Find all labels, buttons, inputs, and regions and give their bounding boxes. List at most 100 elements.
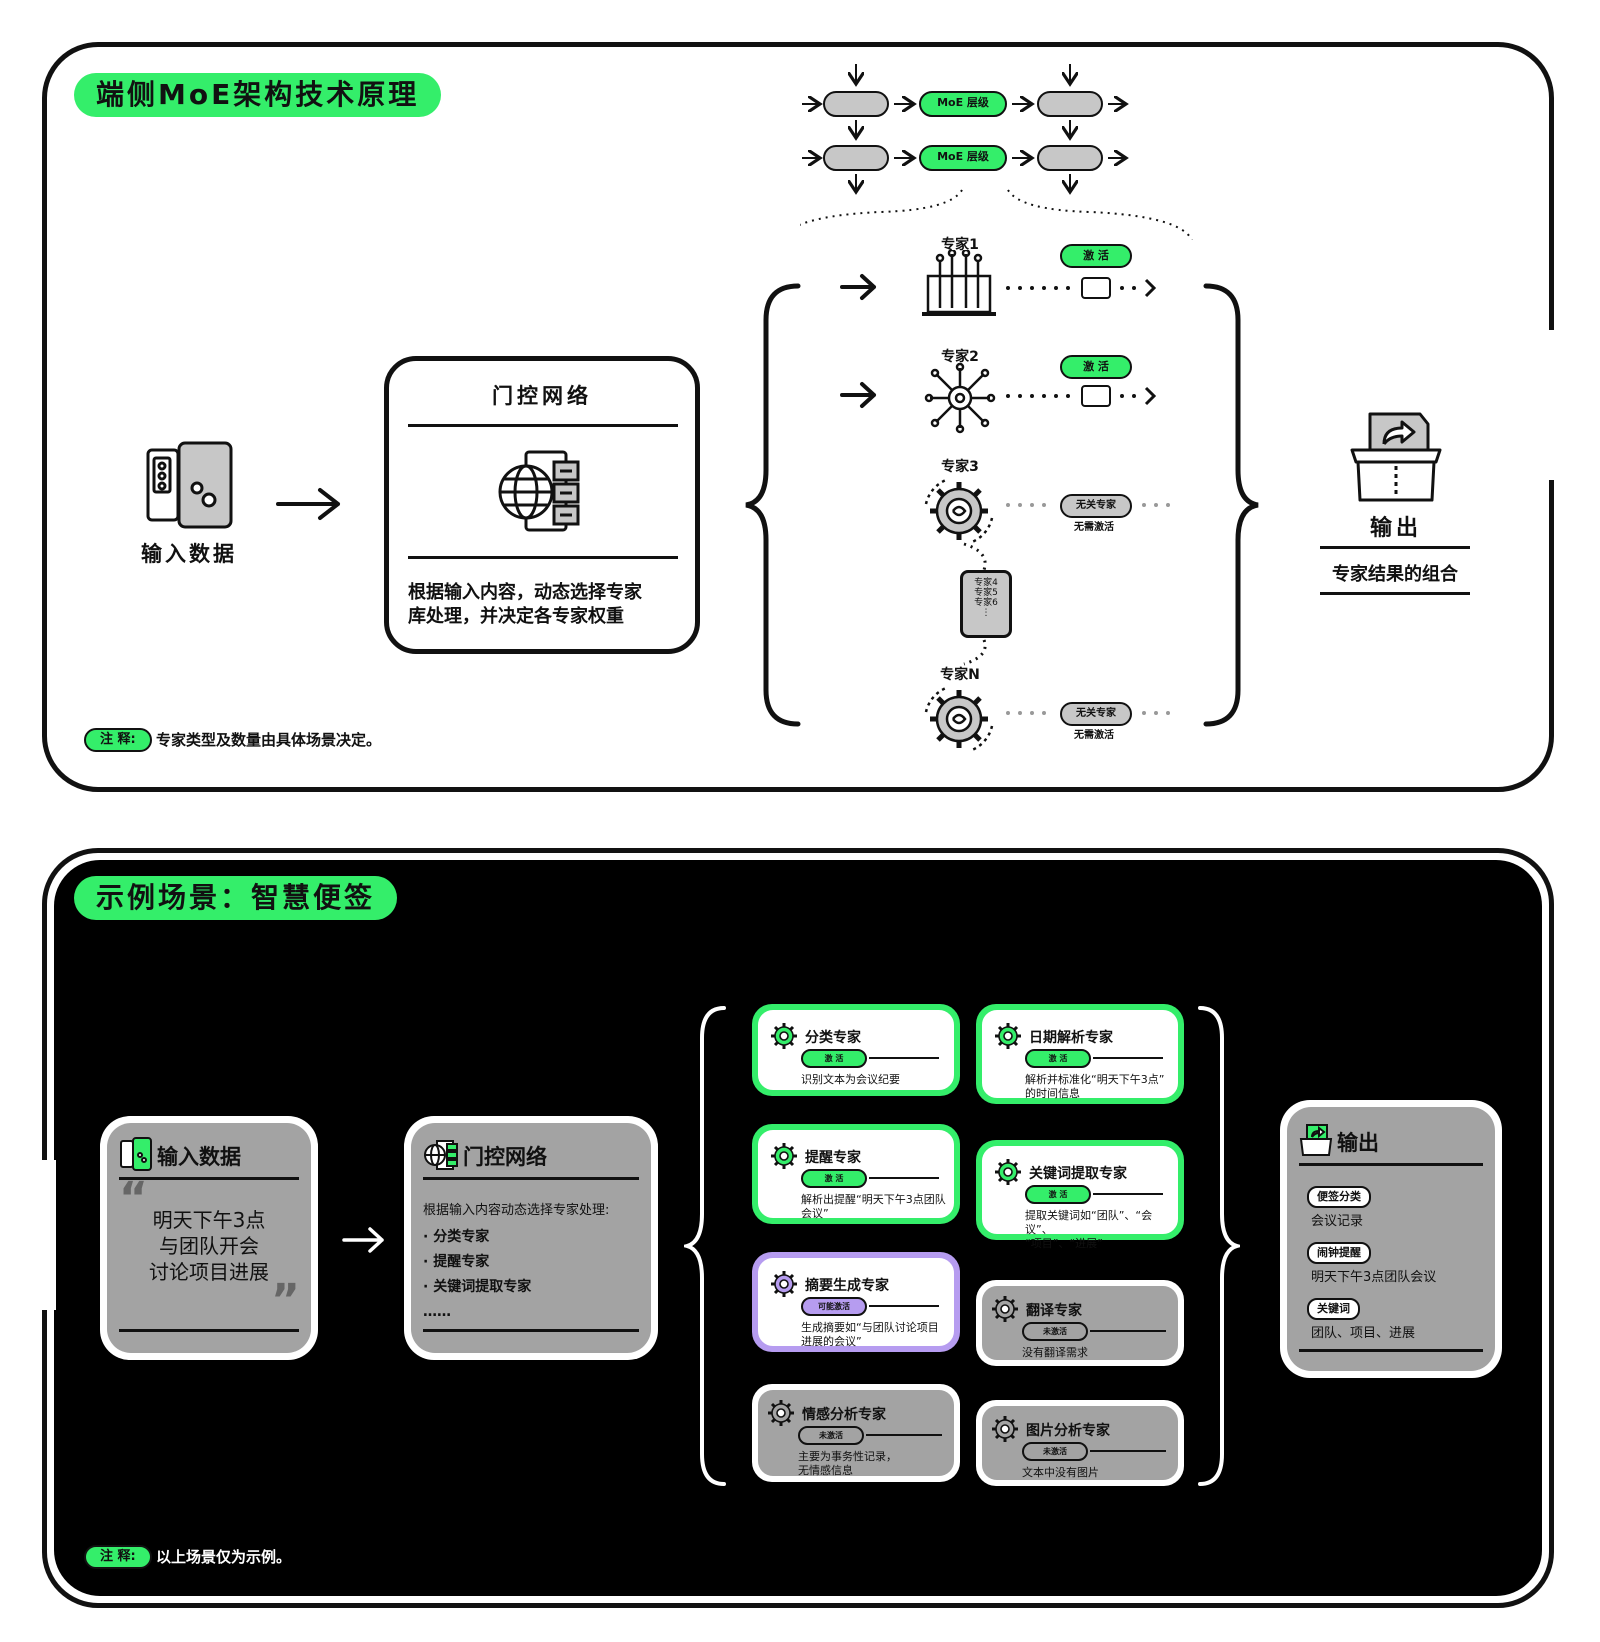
input-line: 讨论项目进展 [149,1260,269,1284]
input-label: 输入数据 [141,542,237,566]
divider [423,1329,639,1332]
circuit-laptop-icon [922,250,996,316]
expert-status-badge: 可能激活 [801,1297,867,1316]
gate-card-inner: 门控网络 根据输入内容动态选择专家处理: · 分类专家 · 提醒专家 · 关键词… [411,1123,651,1353]
gate-desc-1: 根据输入内容，动态选择专家 [408,582,642,603]
arrow-icon [342,1227,384,1253]
quote-close: ” [271,1275,300,1326]
input-card-inner: 输入数据 “ 明天下午3点 与团队开会 讨论项目进展 ” [107,1123,311,1353]
arrow-icon [840,382,876,408]
dotted-line [1006,503,1170,507]
right-brace [1203,283,1259,727]
expert-card-inner: 分类专家 激 活 识别文本为会议纪要 [758,1010,954,1090]
expert-card-inner: 日期解析专家 激 活 解析并标准化“明天下午3点” 的时间信息 [982,1010,1178,1100]
expert-stack-item: 专家4 [974,578,998,588]
expert-card: 关键词提取专家 激 活 提取关键词如“团队”、“会议”、 “项目”、“进展” [976,1140,1184,1250]
gear-icon [771,1023,797,1049]
input-text: 明天下午3点 与团队开会 讨论项目进展 [107,1207,311,1285]
note-text: 以上场景仅为示例。 [156,1548,292,1566]
expert-title: 摘要生成专家 [805,1278,889,1294]
output-tag: 关键词 [1307,1298,1360,1320]
arrow-icon [840,274,876,300]
arrow-icon [276,488,340,520]
expert-desc: 生成摘要如“与团队讨论项目 进展的会议” [801,1321,939,1348]
output-value: 明天下午3点团队会议 [1311,1270,1437,1285]
input-card: 输入数据 “ 明天下午3点 与团队开会 讨论项目进展 ” [100,1116,318,1360]
divider [1299,1349,1483,1352]
expert-desc: 解析并标准化“明天下午3点” 的时间信息 [1025,1073,1165,1100]
expert-card: 分类专家 激 活 识别文本为会议纪要 [752,1004,960,1096]
output-card: 输出 便签分类 会议记录 闹钟提醒 明天下午3点团队会议 关键词 团队、项目、进… [1280,1100,1502,1378]
output-value: 团队、项目、进展 [1311,1326,1416,1341]
expert-card: 情感分析专家 未激活 主要为事务性记录， 无情感信息 [752,1384,960,1482]
moe-layer-label-2: MoE 层级 [937,150,989,163]
gate-card-item: …… [423,1304,451,1320]
expert-status-sub: 无需激活 [1074,730,1114,741]
moe-layer-label-1: MoE 层级 [937,96,989,109]
output-tag: 便签分类 [1307,1186,1371,1208]
expert-title: 关键词提取专家 [1029,1166,1127,1182]
output-card-inner: 输出 便签分类 会议记录 闹钟提醒 明天下午3点团队会议 关键词 团队、项目、进… [1287,1107,1495,1371]
divider [408,424,678,427]
expert-status-badge: 激 活 [801,1049,867,1068]
divider [1093,1057,1163,1059]
gear-icon [995,1159,1021,1185]
expert-stack-item: ⋮ [981,608,991,618]
gear-icon [771,1143,797,1169]
expert-card: 日期解析专家 激 活 解析并标准化“明天下午3点” 的时间信息 [976,1004,1184,1104]
input-line: 明天下午3点 [152,1208,266,1232]
gear-icon [924,478,994,544]
note-text: 专家类型及数量由具体场景决定。 [156,731,382,749]
gate-title: 门控网络 [492,384,592,408]
expert-card-inner: 摘要生成专家 可能激活 生成摘要如“与团队讨论项目 进展的会议” [758,1258,954,1348]
expert-desc: 识别文本为会议纪要 [801,1073,900,1086]
output-tray-icon [1299,1124,1333,1156]
expert-card: 摘要生成专家 可能激活 生成摘要如“与团队讨论项目 进展的会议” [752,1252,960,1352]
output-tray-icon [1350,412,1442,502]
network-hub-icon [924,362,996,434]
gate-card-list: · 分类专家 · 提醒专家 · 关键词提取专家 …… [423,1225,531,1325]
top-panel [42,42,1554,792]
expert-status-badge: 未激活 [798,1426,864,1445]
expert-desc: 解析出提醒“明天下午3点团队 会议” [801,1193,946,1220]
output-group: 闹钟提醒 明天下午3点团队会议 [1307,1241,1436,1285]
expert-status-badge: 无关专家 [1060,494,1132,518]
expert-status-badge: 激 活 [801,1169,867,1188]
output-label: 输出 [1369,516,1422,541]
expert-status-badge: 激 活 [1060,244,1132,268]
divider [423,1177,639,1180]
gate-card-title: 门控网络 [463,1145,547,1169]
globe-server-icon [424,1140,458,1170]
expert-title: 提醒专家 [805,1150,861,1166]
expert-name: 专家2 [941,349,979,365]
gear-icon [992,1416,1018,1442]
gear-icon [768,1400,794,1426]
expert-card: 图片分析专家 未激活 文本中没有图片 [976,1400,1184,1486]
gate-card: 门控网络 根据输入内容动态选择专家处理: · 分类专家 · 提醒专家 · 关键词… [404,1116,658,1360]
top-title: 端侧MoE架构技术原理 [74,73,442,117]
divider [119,1177,299,1180]
divider [408,556,678,559]
expert-card-inner: 翻译专家 未激活 没有翻译需求 [982,1286,1178,1360]
expert-desc: 提取关键词如“团队”、“会议”、 “项目”、“进展” [1025,1209,1153,1250]
output-group: 关键词 团队、项目、进展 [1307,1297,1415,1341]
expert-card-inner: 关键词提取专家 激 活 提取关键词如“团队”、“会议”、 “项目”、“进展” [982,1146,1178,1250]
expert-stack-item: 专家6 [974,598,998,608]
expert-desc: 文本中没有图片 [1022,1466,1099,1479]
input-card-title: 输入数据 [157,1145,241,1169]
output-desc: 专家结果的组合 [1332,564,1458,585]
expert-status-sub: 无需激活 [1074,522,1114,533]
quote-open: “ [119,1173,148,1224]
divider [1090,1330,1166,1332]
expert-name: 专家1 [941,237,979,253]
phone-icon [146,441,233,529]
divider [119,1329,299,1332]
gate-card-item: · 关键词提取专家 [423,1279,532,1295]
border-gap [38,1160,56,1310]
gate-card-item: · 分类专家 [423,1229,490,1245]
expert-status-badge: 未激活 [1022,1442,1088,1461]
expert-title: 翻译专家 [1026,1303,1082,1319]
gate-card-item: · 提醒专家 [423,1254,490,1270]
output-tag: 闹钟提醒 [1307,1242,1371,1264]
note-tag: 注 释: [84,1545,152,1569]
